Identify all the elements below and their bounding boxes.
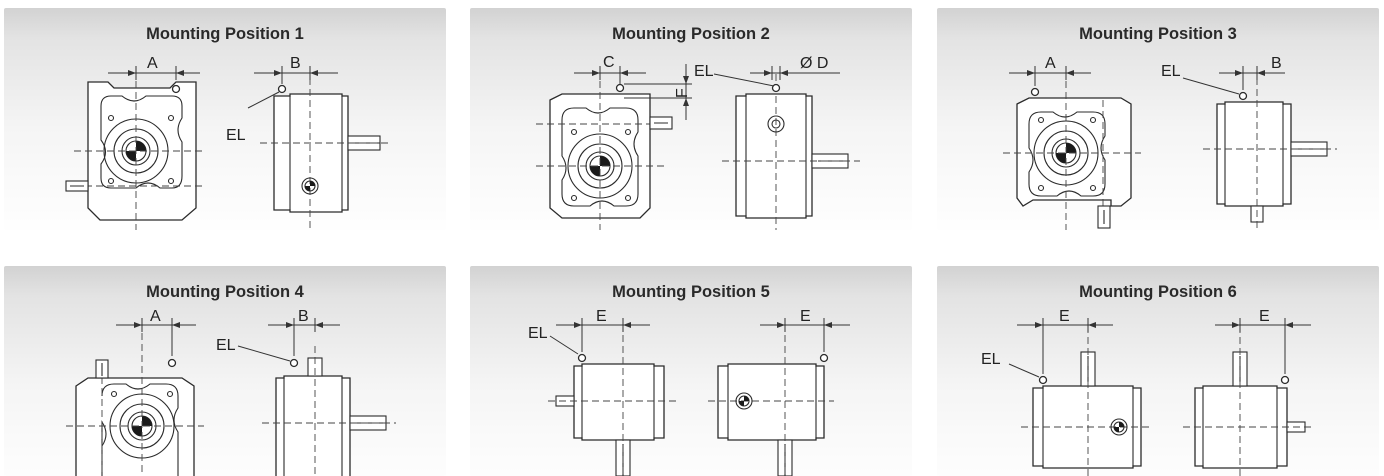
panel-title: Mounting Position 6 <box>1079 283 1237 301</box>
drawing-mounting-position-6: E EL E <box>981 308 1313 476</box>
vent-label-el: EL <box>694 63 714 80</box>
side-view: B EL <box>216 308 396 476</box>
dimension-label-e: E <box>1059 308 1070 325</box>
dimension-label-a: A <box>147 55 158 72</box>
left-view: E EL <box>981 308 1151 476</box>
dimension-label-e: E <box>596 308 607 325</box>
panel-mounting-position-4: Mounting Position 4 A <box>4 266 446 476</box>
drawing-mounting-position-2: C F Ø D EL <box>536 54 860 230</box>
dimension-label-e: E <box>800 308 811 325</box>
panel-mounting-position-2: Mounting Position 2 C <box>470 8 912 230</box>
dimension-label-a: A <box>150 308 161 325</box>
dimension-label-f: F <box>674 88 691 98</box>
dimension-label-d: Ø D <box>800 55 828 72</box>
vent-label-el: EL <box>226 127 246 144</box>
front-view: A <box>1003 55 1141 230</box>
panel-title: Mounting Position 2 <box>612 25 770 43</box>
vent-label-el: EL <box>981 351 1001 368</box>
left-view: E EL <box>528 308 676 476</box>
dimension-label-b: B <box>290 55 301 72</box>
panel-mounting-position-3: Mounting Position 3 A <box>937 8 1379 230</box>
right-view: E <box>1183 308 1313 476</box>
vent-label-el: EL <box>1161 63 1181 80</box>
side-view: Ø D EL <box>694 55 860 230</box>
drawing-mounting-position-5: E EL E <box>528 308 850 476</box>
panel-title: Mounting Position 3 <box>1079 25 1237 43</box>
front-view: C F <box>536 54 692 230</box>
panel-mounting-position-6: Mounting Position 6 E EL <box>937 266 1379 476</box>
dimension-label-e: E <box>1259 308 1270 325</box>
panel-mounting-position-5: Mounting Position 5 E EL <box>470 266 912 476</box>
side-view: B EL <box>1161 55 1337 230</box>
front-view: A <box>66 308 204 476</box>
front-view: A <box>65 55 204 230</box>
vent-label-el: EL <box>528 325 548 342</box>
dimension-label-b: B <box>298 308 309 325</box>
drawing-mounting-position-4: A B EL <box>66 308 396 476</box>
drawing-mounting-position-1: A B EL <box>65 55 390 230</box>
dimension-label-c: C <box>603 54 615 71</box>
drawing-mounting-position-3: A B EL <box>1003 55 1337 230</box>
panel-title: Mounting Position 1 <box>146 25 304 43</box>
panel-title: Mounting Position 4 <box>146 283 304 301</box>
panel-mounting-position-1: Mounting Position 1 A <box>4 8 446 230</box>
panel-title: Mounting Position 5 <box>612 283 770 301</box>
vent-label-el: EL <box>216 337 236 354</box>
right-view: E <box>708 308 850 476</box>
dimension-label-a: A <box>1045 55 1056 72</box>
side-view: B EL <box>226 55 390 228</box>
dimension-label-b: B <box>1271 55 1282 72</box>
